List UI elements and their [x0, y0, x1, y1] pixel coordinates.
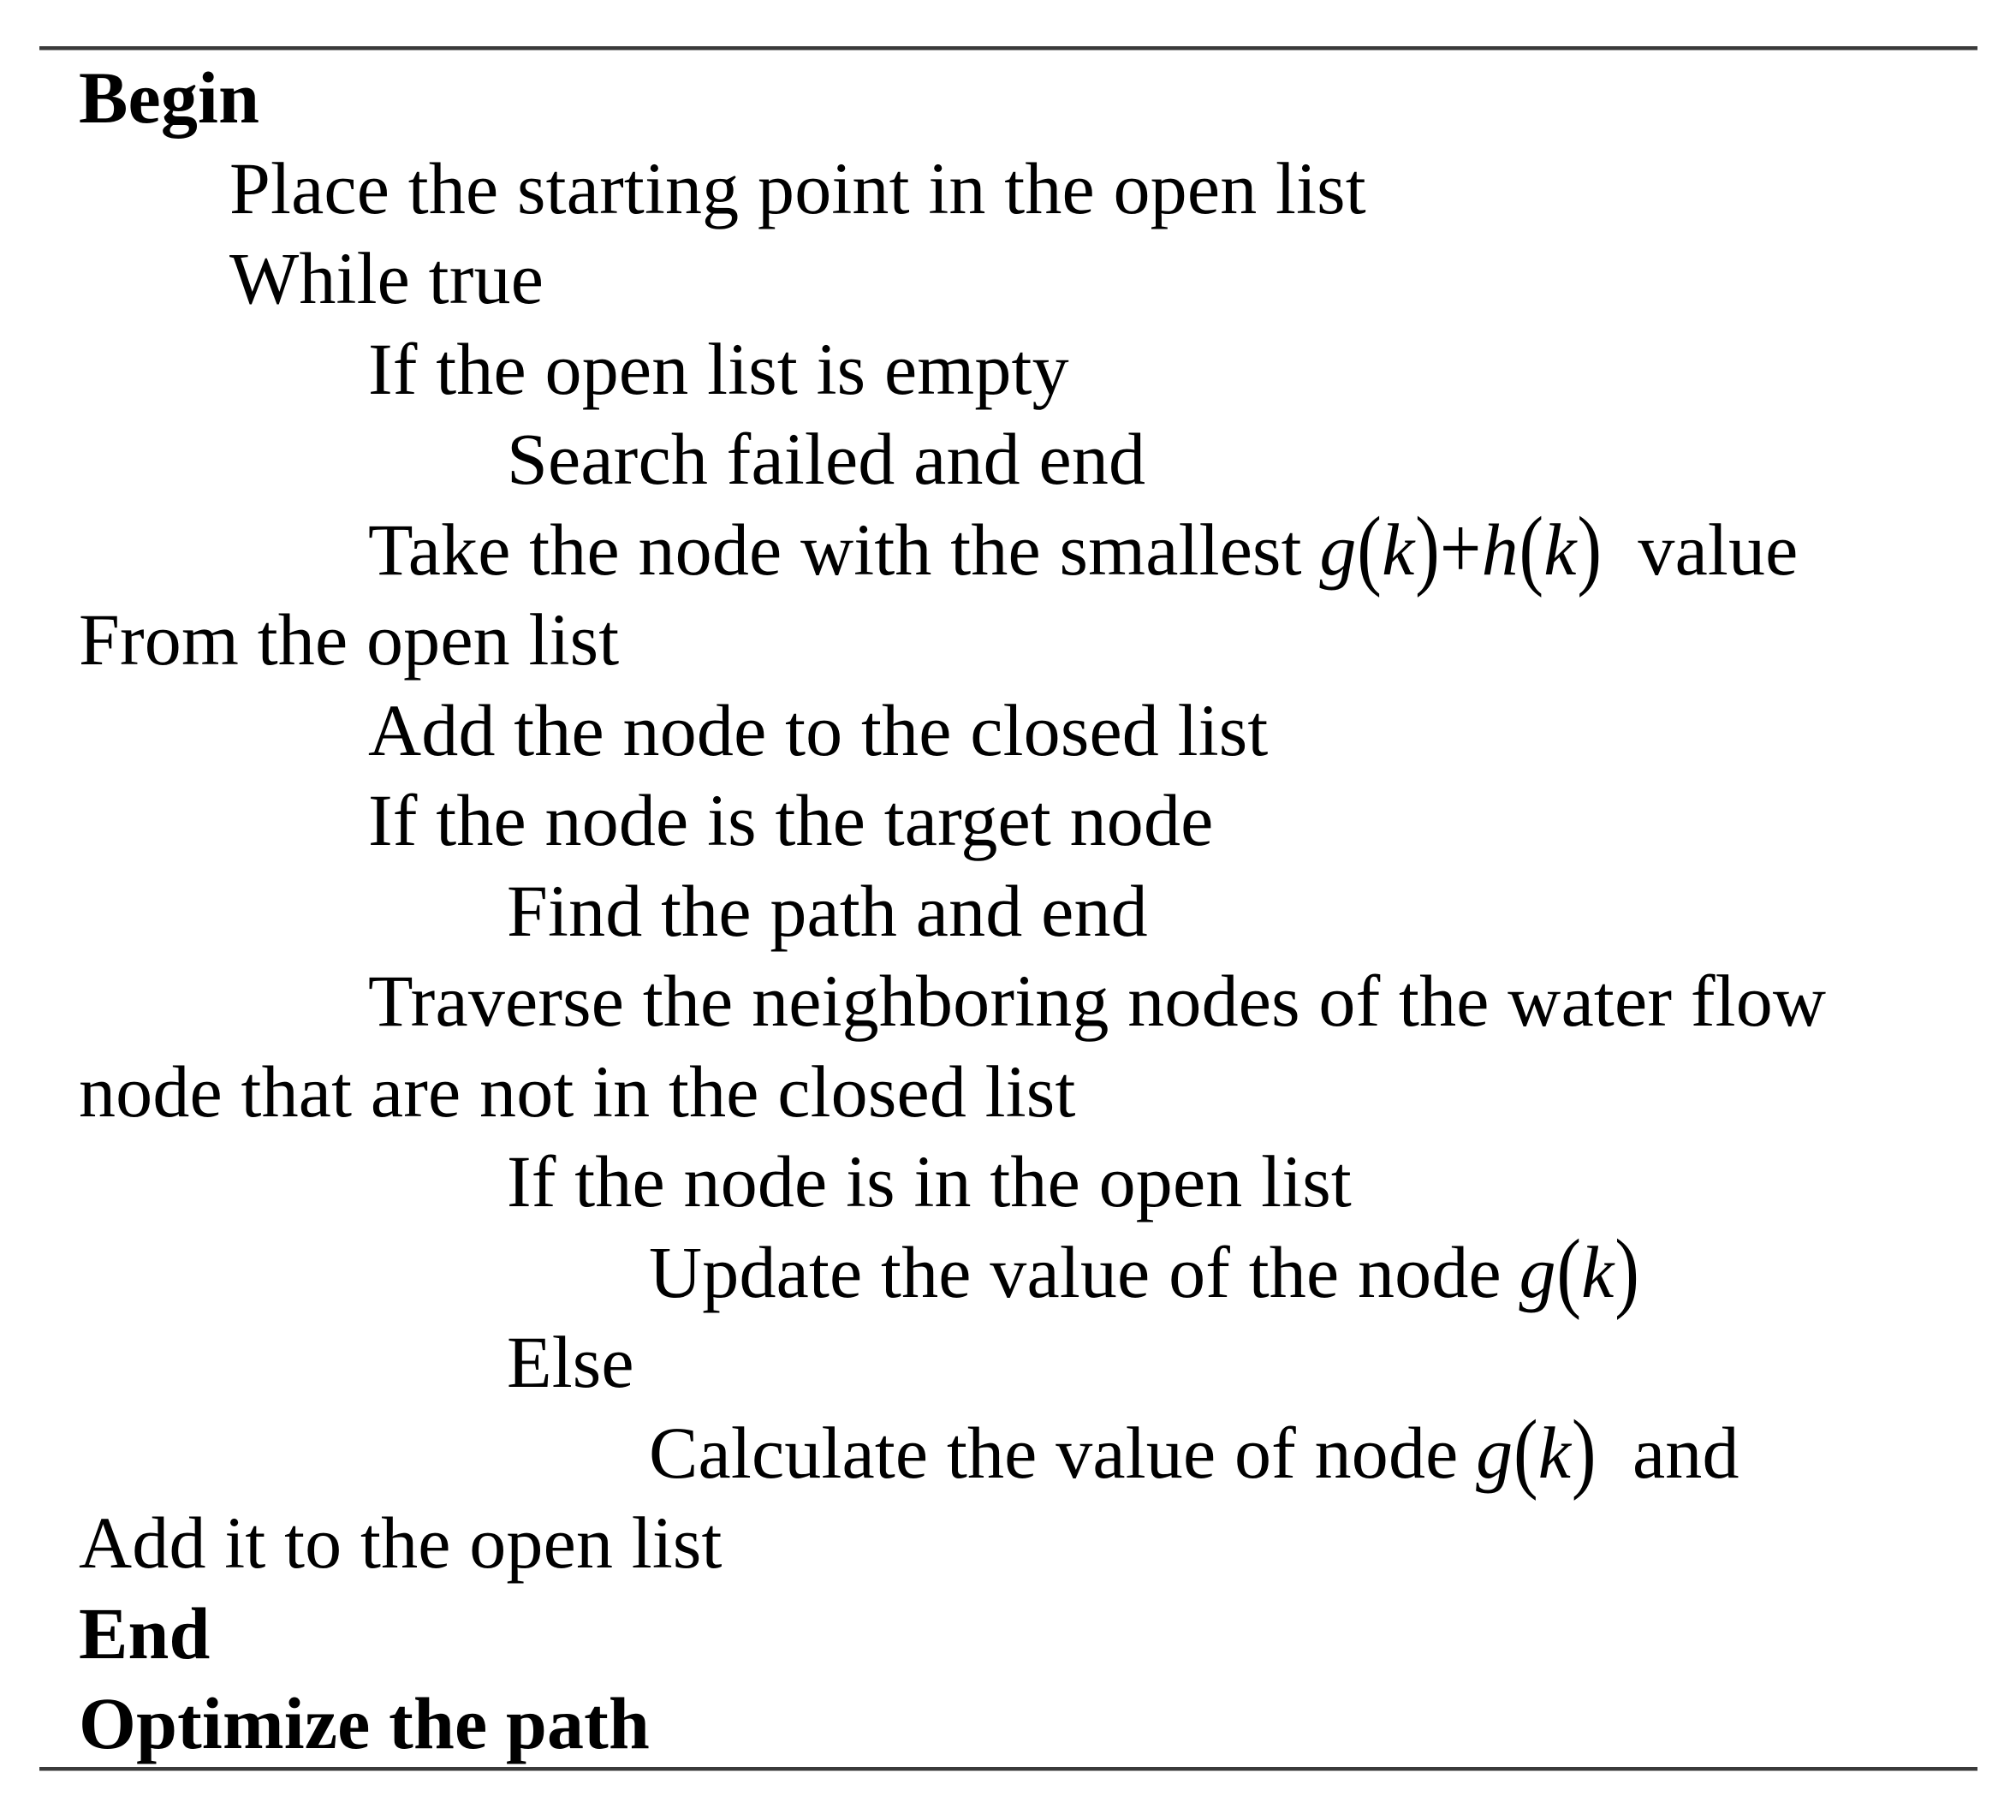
math-expression: g(k) [1476, 1400, 1597, 1502]
code-line: Find the path and end [507, 869, 1148, 952]
code-line: Add the node to the closed list [368, 688, 1269, 771]
math-expression: g(k) [1519, 1219, 1639, 1321]
code-line: While true [229, 237, 544, 319]
code-line: Optimize the path [79, 1682, 650, 1764]
bottom-rule [39, 1767, 1977, 1771]
code-line: Search failed and end [507, 418, 1146, 500]
code-line: Traverse the neighboring nodes of the wa… [368, 960, 1827, 1042]
code-line: node that are not in the closed list [79, 1050, 1076, 1133]
code-line: If the node is the target node [368, 779, 1214, 861]
code-line: End [79, 1591, 211, 1674]
math-expression: g(k)+h(k) [1319, 497, 1603, 598]
code-line: If the open list is empty [368, 327, 1069, 410]
code-line: If the node is in the open list [507, 1140, 1352, 1222]
top-rule [39, 46, 1977, 51]
code-line: Add it to the open list [79, 1502, 723, 1584]
code-line: Else [507, 1321, 634, 1403]
code-line: Place the starting point in the open lis… [229, 146, 1366, 229]
code-line: From the open list [79, 598, 620, 681]
code-line: Begin [79, 57, 260, 139]
